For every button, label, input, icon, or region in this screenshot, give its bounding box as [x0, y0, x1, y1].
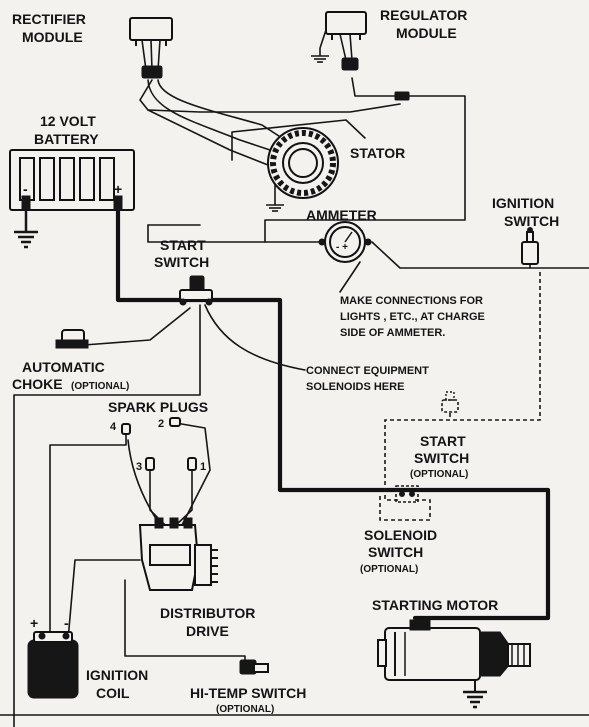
rectifier-wire-b [157, 79, 286, 141]
connections-note: MAKE CONNECTIONS FOR LIGHTS , ETC., AT C… [340, 295, 488, 339]
optional-solenoid-lead [379, 495, 431, 521]
rectifier-module-label: RECTIFIER MODULE [12, 11, 90, 45]
spark-plug-2 [169, 417, 181, 427]
start-switch-label: START SWITCH [154, 237, 210, 270]
ignition-coil [27, 631, 79, 699]
start-switch [179, 275, 213, 306]
automatic-choke-label: AUTOMATIC CHOKE (OPTIONAL) [12, 359, 129, 393]
optional-start-switch-label: START SWITCH (OPTIONAL) [410, 433, 474, 480]
regulator-module-label: REGULATOR MODULE [380, 7, 471, 41]
battery-starter-cable [115, 197, 551, 621]
battery-ground-icon [14, 210, 38, 249]
stator [267, 127, 339, 199]
spark-plug-1 [187, 457, 197, 471]
start-switch-feed [147, 224, 266, 243]
coil-neg-wire [67, 559, 141, 641]
regulator-ground-icon [311, 48, 329, 63]
hi-temp-switch [239, 659, 269, 675]
solenoid-switch [395, 485, 419, 503]
battery-positive-label: + [114, 181, 122, 197]
plug-number-2: 2 [158, 418, 164, 430]
coil-negative-label: - [64, 615, 69, 631]
ignition-coil-label: IGNITION COIL [86, 667, 152, 701]
solenoid-pointer [204, 304, 306, 371]
plug-number-3: 3 [136, 461, 142, 473]
regulator-module [319, 11, 367, 71]
choke-wire [83, 307, 191, 346]
coil-feed-wire [13, 304, 201, 727]
stator-ground-icon [266, 204, 284, 212]
regulator-harness [264, 77, 466, 243]
spark-plug-4 [121, 423, 131, 435]
battery-negative-label: - [23, 181, 28, 197]
optional-start-switch [441, 391, 459, 413]
optional-start-circuit [384, 272, 541, 501]
charge-side-pointer [339, 261, 361, 293]
solenoid-switch-label: SOLENOID SWITCH (OPTIONAL) [360, 527, 442, 575]
starting-motor-label: STARTING MOTOR [372, 597, 498, 613]
stator-label: STATOR [350, 145, 405, 161]
rectifier-wire-a [147, 79, 271, 151]
distributor [138, 517, 218, 591]
starter-ground-icon [463, 690, 487, 709]
battery [9, 149, 135, 211]
rectifier-wire-c [139, 79, 269, 166]
plug-lead-4b [127, 439, 161, 526]
hi-temp-wire [124, 579, 246, 663]
ammeter-to-ignition [371, 241, 589, 269]
ammeter-face-label: - + [336, 242, 348, 253]
starting-motor [377, 619, 531, 692]
battery-label: 12 VOLT BATTERY [34, 113, 100, 147]
spark-plugs-label: SPARK PLUGS [108, 399, 208, 415]
plug-number-4: 4 [110, 421, 117, 433]
stator-loop [231, 119, 366, 161]
plug-lead-4 [41, 431, 127, 641]
plug-lead-2 [169, 421, 211, 526]
ammeter [318, 221, 372, 263]
coil-positive-label: + [30, 615, 38, 631]
solenoids-note: CONNECT EQUIPMENT SOLENOIDS HERE [306, 365, 432, 393]
hi-temp-switch-label: HI-TEMP SWITCH (OPTIONAL) [190, 685, 311, 715]
ignition-switch [521, 227, 539, 265]
ignition-switch-label: IGNITION SWITCH [492, 195, 559, 229]
rectifier-module [129, 17, 173, 79]
distributor-drive-label: DISTRIBUTOR DRIVE [160, 605, 259, 639]
harness-connector [394, 91, 410, 101]
automatic-choke [55, 329, 89, 349]
plug-lead-3 [149, 469, 166, 526]
regulator-to-stator [147, 103, 401, 113]
ammeter-label: AMMETER [306, 207, 377, 223]
spark-plug-3 [145, 457, 155, 471]
plug-lead-1 [175, 469, 193, 526]
plug-number-1: 1 [200, 461, 206, 473]
